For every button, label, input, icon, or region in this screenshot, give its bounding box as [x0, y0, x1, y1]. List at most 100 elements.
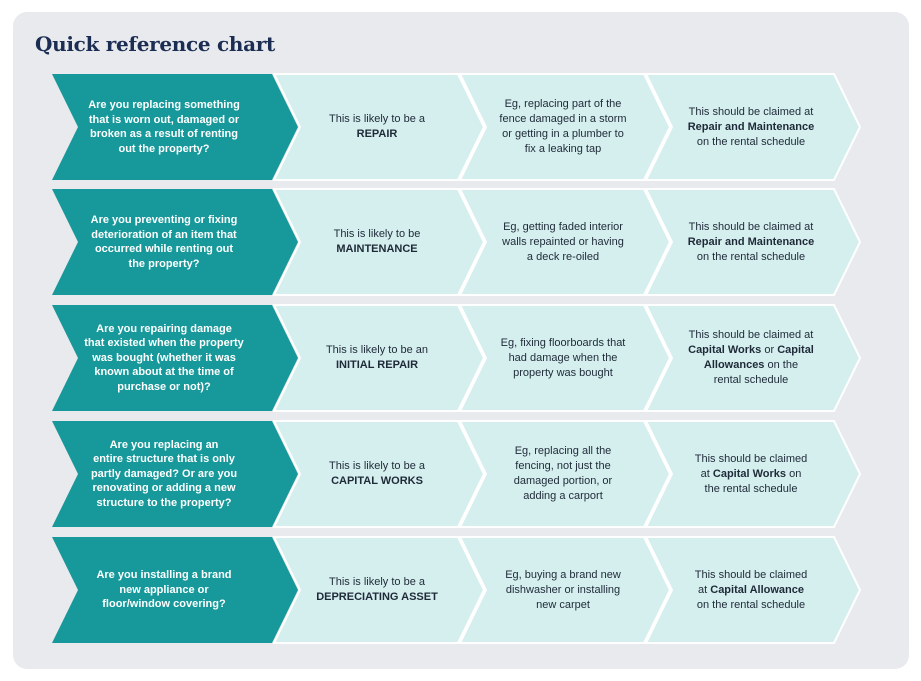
example-line: new carpet	[536, 598, 590, 611]
example-line: Eg, fixing floorboards that	[500, 336, 626, 349]
classification-text: This is likely to be a DEPRECIATING ASSET	[294, 537, 460, 643]
claim-line: on the rental schedule	[696, 135, 806, 148]
question-line: the property?	[128, 257, 200, 270]
example-line: fence damaged in a storm	[499, 113, 627, 125]
chevron-shape	[644, 420, 862, 528]
claim-line: the rental schedule	[704, 482, 798, 495]
example-chevron: Eg, getting faded interior walls repainte…	[458, 188, 672, 296]
question-line: structure to the property?	[96, 496, 232, 509]
question-line: broken as a result of renting	[90, 128, 238, 140]
classification-lead: This is likely to be a	[329, 576, 425, 588]
chevron-shape	[272, 536, 486, 644]
example-chevron: Eg, fixing floorboards that had damage wh…	[458, 304, 672, 412]
question-line: renovating or adding a new	[92, 482, 236, 495]
example-line: a deck re-oiled	[526, 250, 600, 263]
chevron-shape	[272, 73, 486, 181]
chevron-shape	[52, 74, 298, 180]
chevron-shape	[272, 304, 486, 412]
example-line: walls repainted or having	[502, 235, 624, 248]
claim-text: This should be claimed at Repair and Main…	[666, 189, 836, 295]
example-line: had damage when the	[508, 351, 618, 364]
chart-title: Quick reference chart	[35, 32, 275, 56]
example-line: Eg, replacing part of the	[504, 98, 622, 110]
question-line: Are you preventing or fixing	[90, 214, 238, 226]
question-line: was bought (whether it was	[92, 351, 236, 364]
chart-row: Are you preventing or fixing deterioratio…	[0, 188, 921, 296]
question-line: purchase or not)?	[117, 380, 211, 393]
question-text: Are you preventing or fixing deterioratio…	[66, 189, 262, 295]
classification-type: REPAIR	[356, 128, 398, 140]
classification-type: INITIAL REPAIR	[335, 359, 419, 371]
chevron-shape	[644, 304, 862, 412]
question-chevron: Are you preventing or fixing deterioratio…	[52, 189, 298, 295]
chevron-shape	[458, 73, 672, 181]
chevron-shape	[52, 537, 298, 643]
chevron-shape	[272, 420, 486, 528]
example-line: adding a carport	[523, 490, 603, 502]
example-line: property was bought	[513, 366, 613, 379]
example-line: Eg, replacing all the	[514, 445, 612, 457]
chevron-shape	[272, 188, 486, 296]
claim-line: on the rental schedule	[696, 250, 806, 263]
chevron-shape	[52, 189, 298, 295]
classification-type: CAPITAL WORKS	[331, 475, 423, 487]
chevron-shape	[644, 73, 862, 181]
example-text: Eg, fixing floorboards that had damage wh…	[480, 305, 646, 411]
claim-chevron: This should be claimed at Repair and Main…	[644, 188, 862, 296]
question-line: partly damaged? Or are you	[90, 467, 238, 480]
example-text: Eg, getting faded interior walls repainte…	[480, 189, 646, 295]
example-chevron: Eg, replacing part of the fence damaged i…	[458, 73, 672, 181]
claim-line: This should be claimed	[694, 452, 808, 465]
question-line: out the property?	[118, 142, 210, 155]
example-text: Eg, replacing part of the fence damaged i…	[480, 74, 646, 180]
chevron-shape	[644, 536, 862, 644]
question-line: known about at the time of	[94, 366, 234, 379]
classification-type: DEPRECIATING ASSET	[316, 591, 438, 603]
question-line: deterioration of an item that	[91, 228, 237, 241]
question-line: entire structure that is only	[93, 453, 235, 466]
question-line: Are you repairing damage	[96, 322, 232, 335]
question-line: new appliance or	[119, 583, 209, 596]
claim-line: Repair and Maintenance	[687, 235, 815, 248]
question-text: Are you repairing damage that existed whe…	[66, 305, 262, 411]
claim-line: rental schedule	[713, 374, 789, 386]
chevron-shape	[458, 536, 672, 644]
claim-line: This should be claimed at	[688, 220, 814, 233]
chart-row: Are you repairing damage that existed whe…	[0, 304, 921, 412]
claim-line: This should be claimed at	[688, 105, 814, 118]
question-line: Are you replacing something	[88, 99, 240, 111]
claim-line: Allowances on the	[703, 359, 799, 371]
example-line: Eg, getting faded interior	[503, 220, 623, 233]
chevron-shape	[644, 188, 862, 296]
chevron-shape	[458, 420, 672, 528]
claim-line: at Capital Allowance	[698, 583, 804, 596]
question-line: that existed when the property	[84, 337, 244, 350]
classification-chevron: This is likely to be a DEPRECIATING ASSET	[272, 536, 486, 644]
example-line: fix a leaking tap	[524, 143, 602, 155]
chevron-shape	[458, 188, 672, 296]
